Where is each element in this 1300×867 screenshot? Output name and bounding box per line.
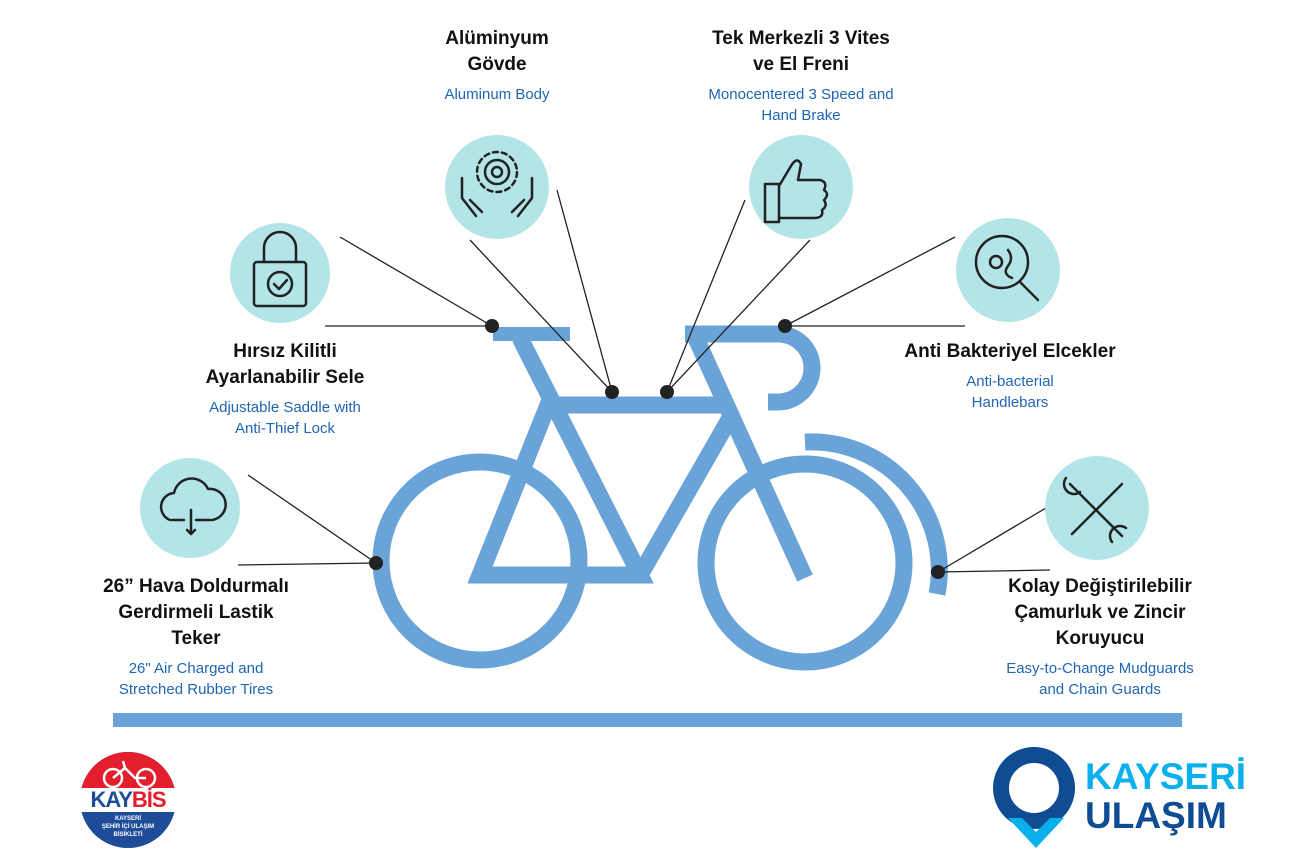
kayseri-ulasim-logo [993,747,1075,848]
ground-line [113,713,1182,727]
handlebar [685,325,821,411]
gear-hands-icon [460,150,534,218]
fork [687,332,813,582]
kayseri-text: KAYSERİ [1085,756,1247,797]
kaybis-name: KAYBİS [90,787,166,812]
kaybis-logo [80,752,176,848]
cloud-air-icon [159,477,227,536]
leader-lines [237,189,1051,573]
bicycle [372,325,948,671]
connection-dots [369,319,945,579]
mudguard [804,433,948,596]
thumbs-up-icon [763,159,829,224]
frame-rear [467,334,725,584]
lock-icon [252,230,308,308]
front-wheel [697,455,913,671]
bacteria-magnifier-icon [974,234,1040,302]
tools-icon [1062,476,1128,544]
down-tube [632,413,738,580]
ulasim-text: ULAŞIM [1085,795,1227,836]
